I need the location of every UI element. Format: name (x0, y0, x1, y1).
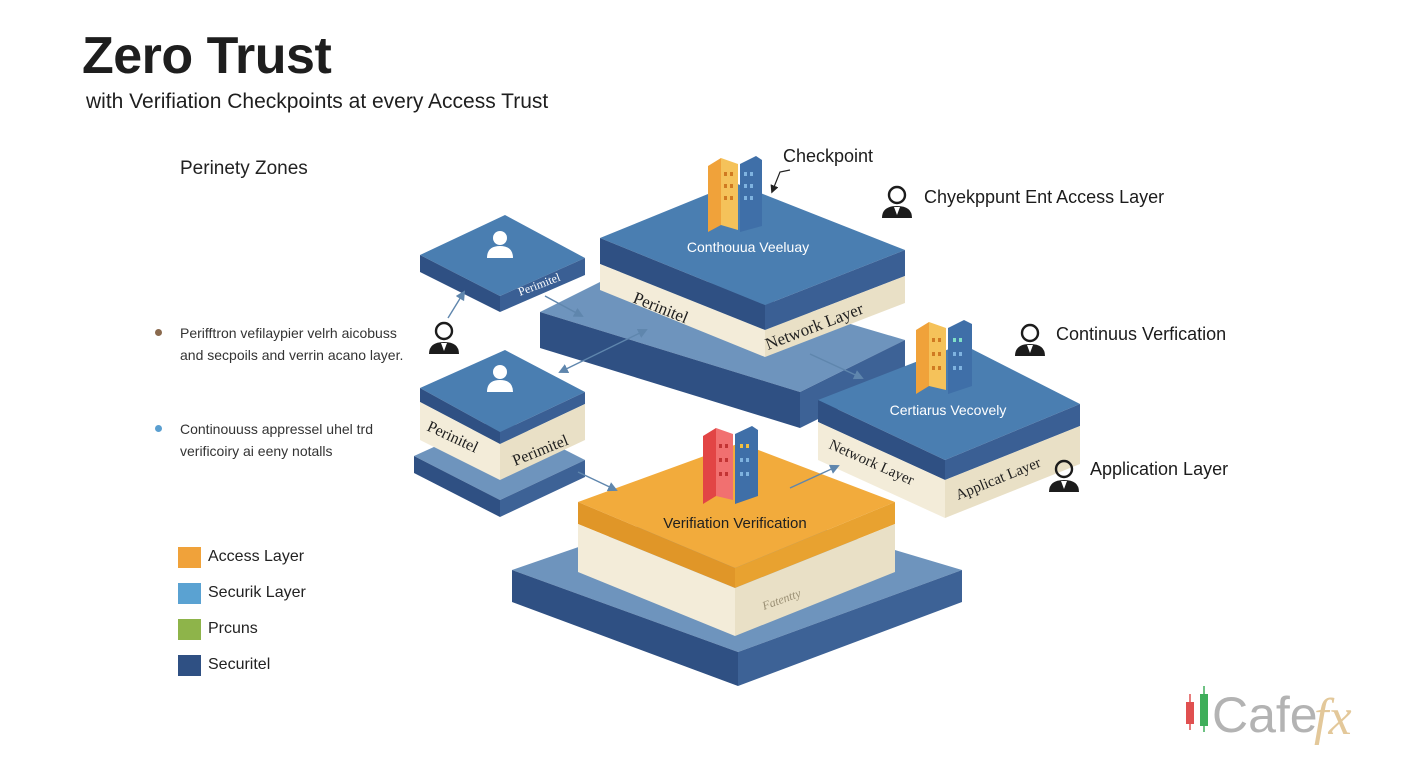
callout-checkpoint-access: Chyekppunt Ent Access Layer (924, 187, 1165, 207)
note-text: Perifftron vefilaypier velrh aicobuss an… (180, 325, 404, 363)
bottom-block: Verifiation Verification Fatentty (512, 443, 962, 686)
user-icon (1015, 323, 1045, 356)
top-block: Conthouua Veeluay Perinitel Network Laye… (600, 183, 905, 357)
flow-arrow (789, 464, 840, 489)
callout-continuous: Continuus Verfication (1056, 324, 1227, 344)
legend-swatch (178, 546, 201, 568)
upper-left-block: Perimitel (420, 215, 585, 312)
legend-label: Access Layer (208, 548, 305, 565)
flow-arrow (447, 290, 466, 319)
legend-item-prcuns: Prcuns (178, 617, 306, 641)
checkpoint-gate-icon (708, 156, 762, 232)
page-title: Zero Trust (82, 27, 332, 85)
flow-arrow (544, 295, 584, 317)
user-icon (1049, 459, 1079, 492)
flow-arrow (809, 353, 864, 380)
user-icon (429, 321, 459, 354)
legend-item-security: Securik Layer (178, 581, 306, 605)
legend-label: Securik Layer (208, 584, 306, 601)
callout-application: Application Layer (1090, 459, 1229, 479)
legend-item-access: Access Layer (178, 545, 306, 569)
legend-label: Securitel (208, 656, 271, 673)
note-continuous: Continouuss appressel uhel trd verificoi… (155, 418, 420, 462)
right-block: Certiarus Vecovely Network Layer Applica… (818, 344, 1080, 518)
logo-text: Cafe (1212, 687, 1318, 743)
page-subtitle: with Verifiation Checkpoints at every Ac… (86, 90, 549, 113)
legend-swatch (178, 654, 201, 676)
candlestick-icon (1186, 686, 1208, 732)
logo-suffix: fx (1314, 689, 1352, 746)
legend-label: Prcuns (208, 620, 258, 637)
checkpoint-gate-icon (703, 426, 758, 504)
legend-item-securitel: Securitel (178, 653, 306, 677)
user-icon (487, 365, 513, 392)
brand-logo: Cafe fx (1186, 686, 1352, 746)
checkpoint-pointer (770, 169, 791, 194)
bullet-dot-icon (155, 425, 162, 432)
bullet-dot-icon (155, 329, 162, 336)
callout-checkpoint: Checkpoint (783, 146, 874, 166)
user-icon (487, 231, 513, 258)
top-block-label: Conthouua Veeluay (687, 239, 809, 255)
checkpoint-gate-icon (916, 320, 972, 394)
right-block-label: Certiarus Vecovely (890, 402, 1007, 418)
legend-swatch (178, 618, 201, 640)
zones-heading: Perinety Zones (180, 158, 308, 179)
legend-swatch (178, 582, 201, 604)
legend: Access Layer Securik Layer Prcuns Securi… (178, 545, 306, 689)
flow-arrows (447, 290, 864, 492)
lower-left-block: Perinitel Perimitel (414, 350, 585, 517)
user-icon (882, 185, 912, 218)
flow-arrow (577, 471, 618, 492)
note-perimeter: Perifftron vefilaypier velrh aicobuss an… (155, 322, 420, 366)
note-text: Continouuss appressel uhel trd verificoi… (180, 421, 374, 459)
flow-arrow (558, 329, 648, 373)
bottom-block-label: Verifiation Verification (663, 515, 806, 532)
